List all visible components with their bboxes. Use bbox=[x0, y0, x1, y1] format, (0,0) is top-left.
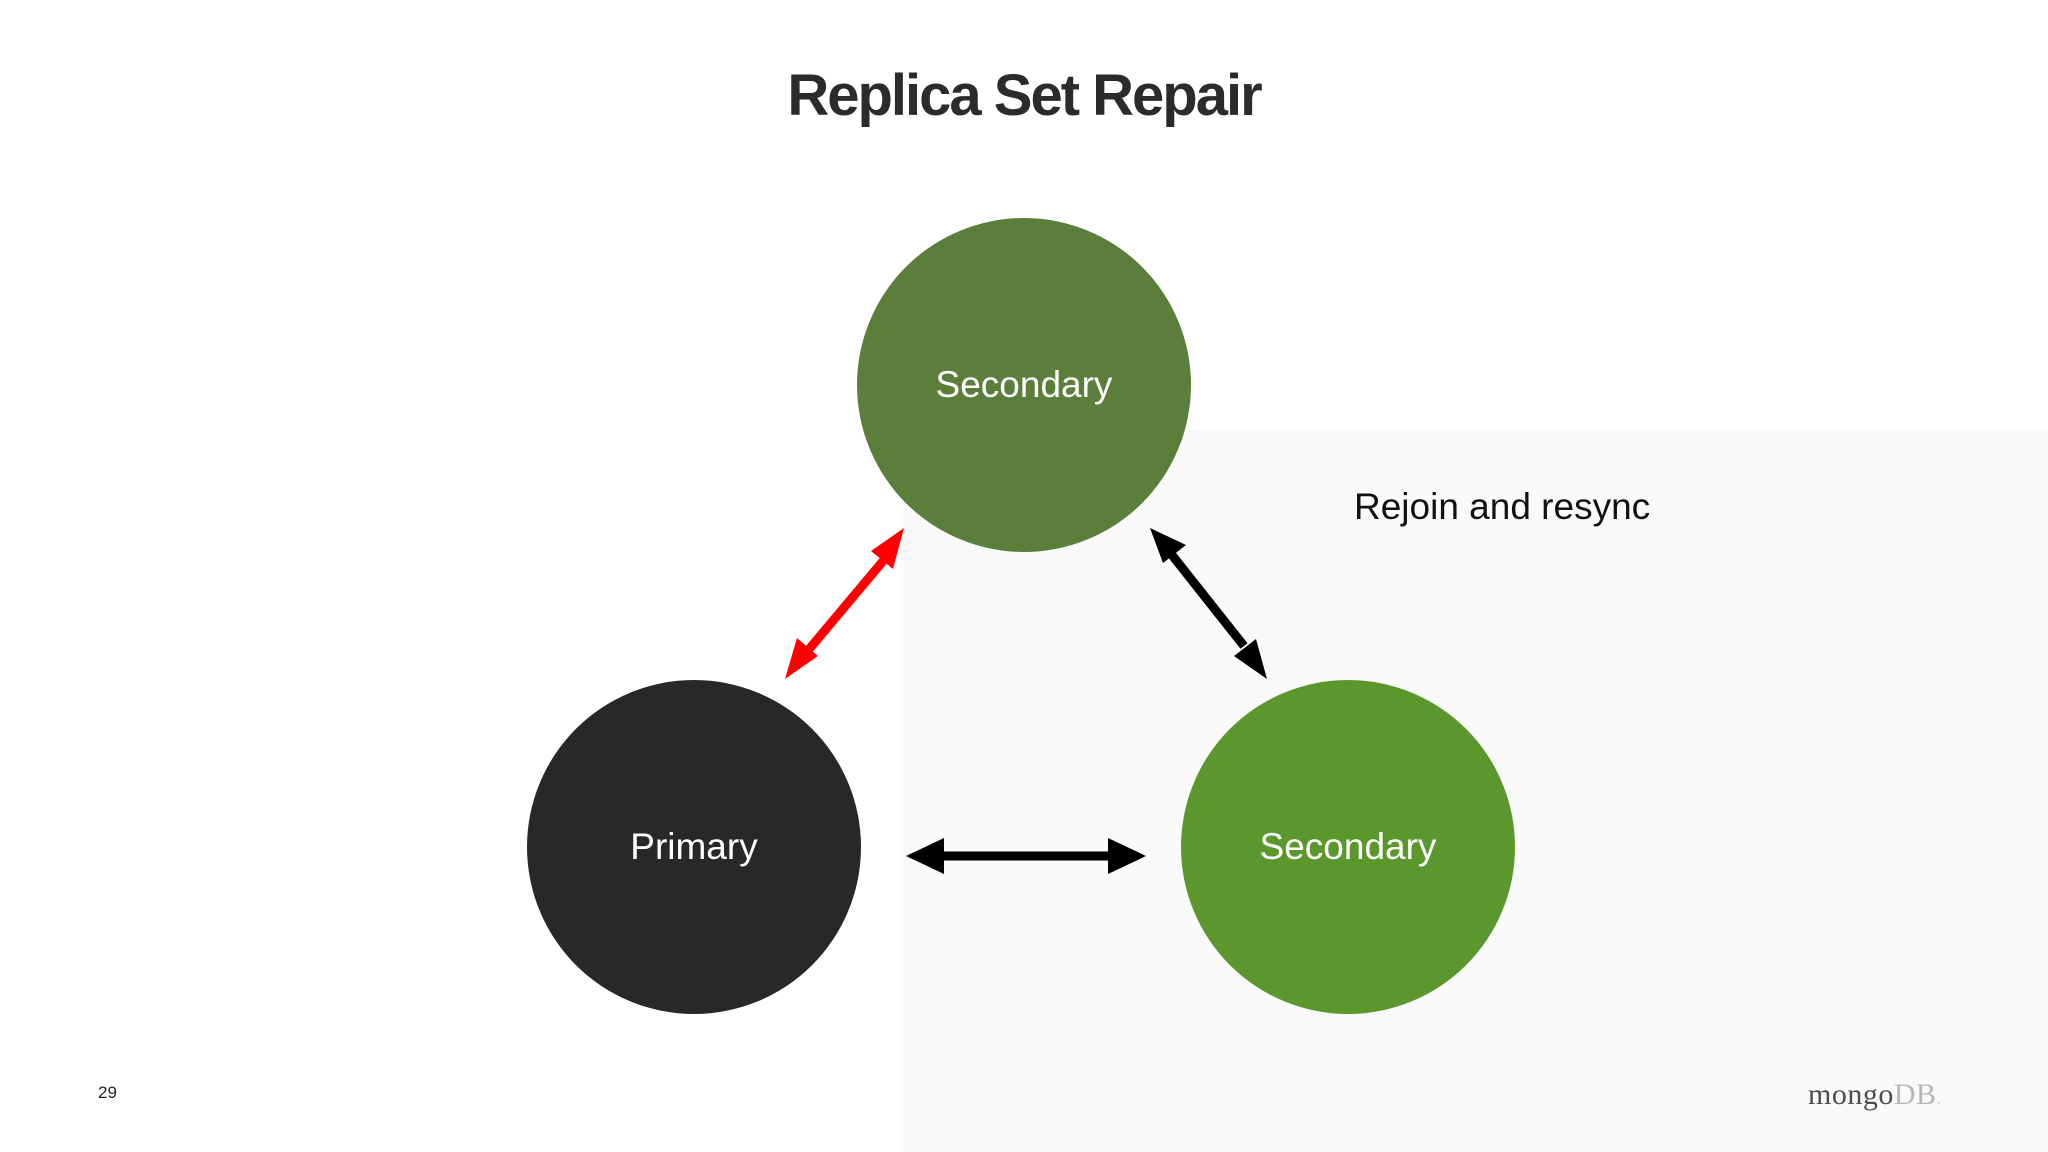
primary-node: Primary bbox=[527, 680, 861, 1014]
page-number: 29 bbox=[98, 1083, 117, 1102]
logo-suffix-text: DB bbox=[1893, 1078, 1937, 1111]
mongodb-logo: mongoDB. bbox=[1808, 1078, 1942, 1112]
logo-main-text: mongo bbox=[1808, 1078, 1894, 1111]
top-secondary-to-right-secondary-arrow bbox=[1150, 528, 1267, 679]
rejoin-note: Rejoin and resync bbox=[1354, 486, 1651, 527]
node-label: Secondary bbox=[935, 364, 1113, 405]
secondary-node-top: Secondary bbox=[857, 218, 1191, 552]
primary-to-right-secondary-arrow bbox=[906, 838, 1146, 874]
node-label: Secondary bbox=[1259, 826, 1437, 867]
slide-title: Replica Set Repair bbox=[787, 63, 1262, 128]
node-label: Primary bbox=[630, 826, 758, 867]
logo-dot: . bbox=[1936, 1088, 1942, 1108]
secondary-node-right: Secondary bbox=[1181, 680, 1515, 1014]
primary-to-top-secondary-arrow bbox=[785, 528, 904, 679]
